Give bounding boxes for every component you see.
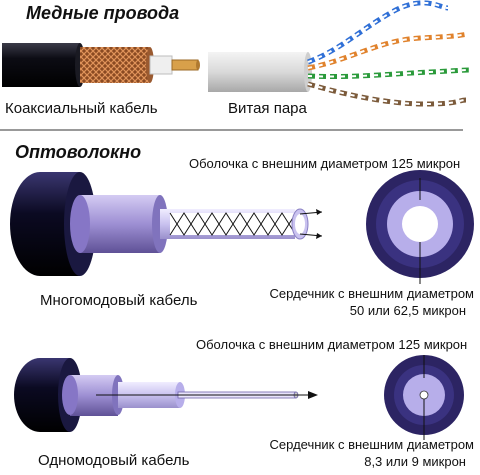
twisted-pair-illustration <box>208 0 473 107</box>
coax-label: Коаксиальный кабель <box>5 100 158 117</box>
singlemode-label: Одномодовый кабель <box>38 452 190 469</box>
multimode-core-note-1: Сердечник с внешним диаметром <box>269 286 474 301</box>
multimode-label: Многомодовый кабель <box>40 292 198 309</box>
copper-heading: Медные провода <box>26 3 180 23</box>
singlemode-core-note-2: 8,3 или 9 микрон <box>364 454 466 469</box>
coaxial-cable-illustration <box>2 43 200 87</box>
singlemode-cross-section <box>384 355 464 440</box>
twisted-pair-label: Витая пара <box>228 100 307 117</box>
singlemode-cladding-note: Оболочка с внешним диаметром 125 микрон <box>196 337 468 352</box>
singlemode-fiber-illustration <box>14 358 318 432</box>
multimode-cladding-note: Оболочка с внешним диаметром 125 микрон <box>189 156 461 171</box>
multimode-cross-section <box>366 170 474 284</box>
multimode-core-note-2: 50 или 62,5 микрон <box>349 303 466 318</box>
singlemode-core-note-1: Сердечник с внешним диаметром <box>269 437 474 452</box>
multimode-fiber-illustration <box>10 172 323 276</box>
fiber-heading: Оптоволокно <box>15 142 142 162</box>
